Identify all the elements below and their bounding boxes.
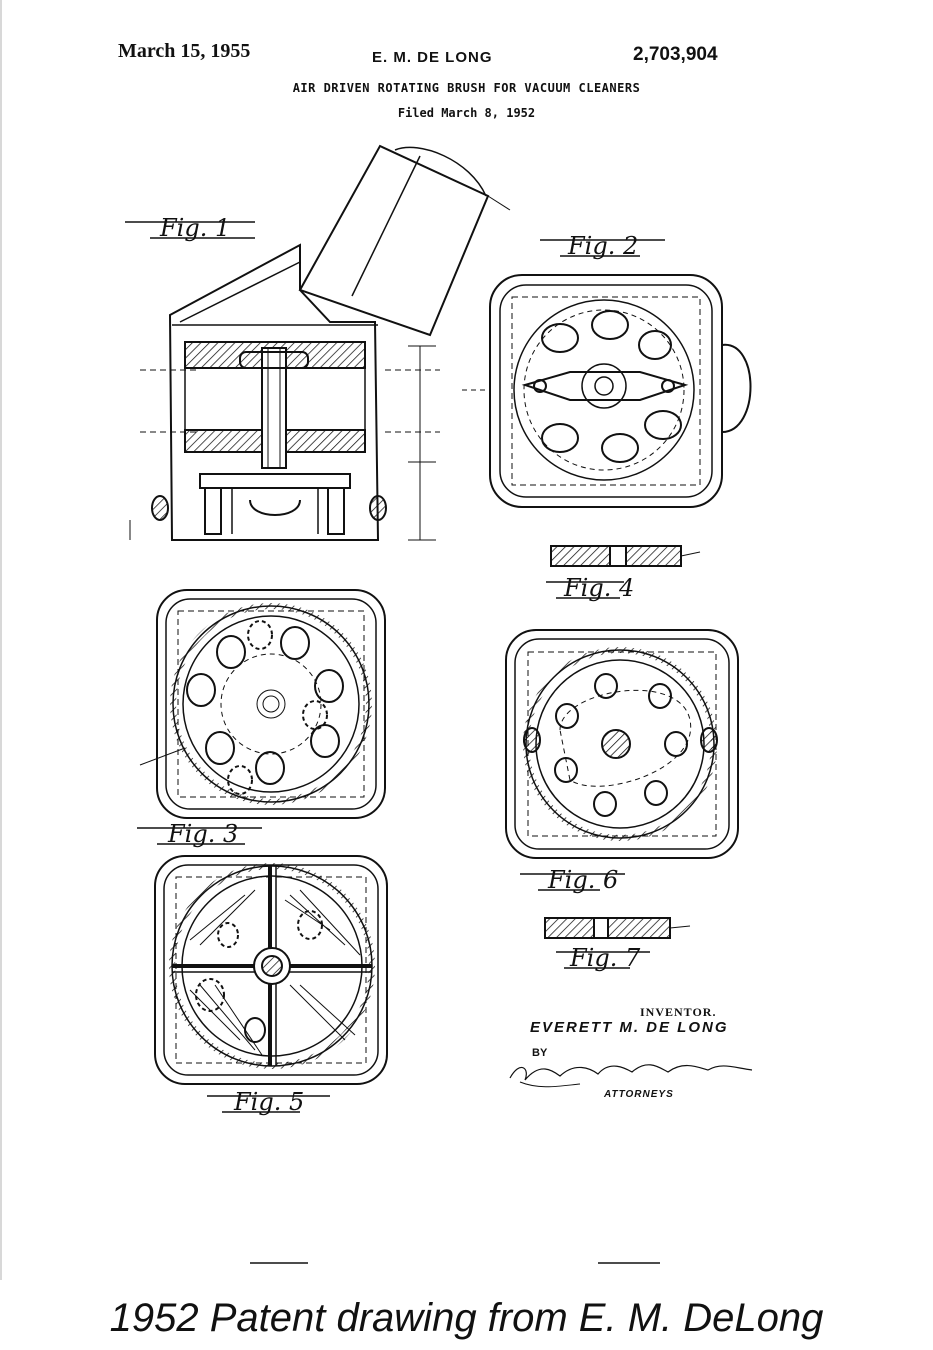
fig5-drawing [154, 855, 388, 1085]
fig3-label: Fig. 3 [167, 820, 238, 848]
fig3-label-underline [137, 827, 262, 845]
attorneys-label: ATTORNEYS [604, 1089, 674, 1100]
fig1-label: Fig. 1 [159, 214, 230, 242]
attorney-signature [509, 1064, 753, 1081]
filed-date: Filed March 8, 1952 [397, 106, 536, 120]
fig4-drawing [550, 545, 701, 567]
inventor-label: INVENTOR. [640, 1005, 717, 1019]
fig2-label: Fig. 2 [567, 232, 638, 260]
fig7-drawing [544, 917, 691, 939]
fig7-label-underline [556, 951, 650, 969]
fig2-label-underline [540, 239, 665, 257]
inventor-signature-name: EVERETT M. DE LONG [530, 1019, 729, 1036]
fig1-label-underline [125, 221, 255, 239]
fig4-label-underline [546, 581, 624, 599]
patent-drawing: Fig. 1 Fig. 2 Fig. 3 Fig. 4 Fig. 5 Fig. … [125, 144, 753, 1264]
patent-number: 2,703,904 [633, 44, 718, 65]
by-label: BY [532, 1047, 548, 1059]
fig6-label: Fig. 6 [547, 866, 618, 894]
patent-sheet: March 15, 1955 E. M. DE LONG 2,703,904 A… [0, 0, 753, 1280]
fig5-label-underline [207, 1095, 330, 1113]
inventor-header: E. M. DE LONG [372, 49, 493, 66]
patent-date: March 15, 1955 [118, 40, 251, 62]
fig4-label: Fig. 4 [563, 574, 634, 602]
fig5-label: Fig. 5 [233, 1088, 304, 1116]
image-caption: 1952 Patent drawing from E. M. DeLong [109, 1296, 824, 1340]
patent-title: AIR DRIVEN ROTATING BRUSH FOR VACUUM CLE… [292, 81, 641, 95]
fig2-drawing [462, 274, 752, 508]
fig6-drawing [505, 629, 739, 859]
fig6-label-underline [520, 873, 625, 891]
sheet-edge [0, 0, 2, 1280]
fig3-drawing [139, 589, 386, 819]
fig1-drawing [129, 144, 511, 541]
fig7-label: Fig. 7 [569, 944, 641, 972]
